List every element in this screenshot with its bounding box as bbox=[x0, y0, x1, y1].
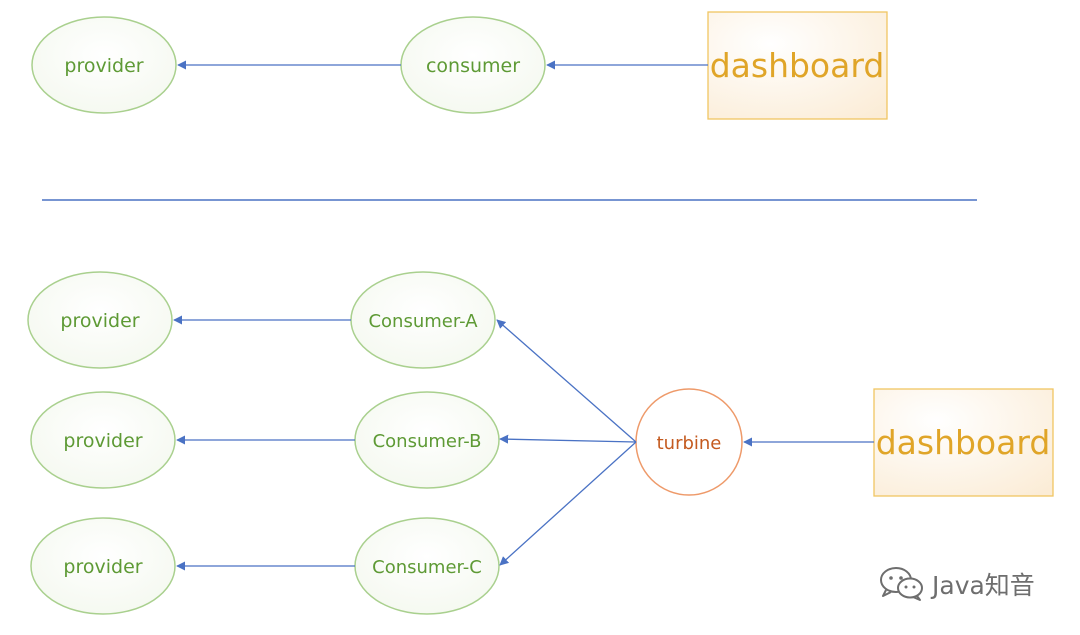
bottom-dashboard-node: dashboard bbox=[873, 388, 1054, 497]
provider-node-a: provider bbox=[27, 271, 173, 369]
provider-label-a: provider bbox=[60, 310, 139, 332]
arrow-turbine-to-consumer-a bbox=[496, 319, 637, 443]
consumer-label-c: Consumer-C bbox=[372, 557, 482, 578]
watermark-text: Java知音 bbox=[932, 571, 1035, 600]
arrow-turbine-to-consumer-b bbox=[499, 434, 637, 444]
consumer-label-a: Consumer-A bbox=[368, 311, 478, 332]
top-dashboard-label: dashboard bbox=[710, 46, 885, 85]
top-consumer-node: consumer bbox=[400, 16, 546, 114]
turbine-node: turbine bbox=[635, 388, 743, 496]
turbine-label: turbine bbox=[657, 433, 722, 454]
top-provider-node: provider bbox=[31, 16, 177, 114]
provider-node-b: provider bbox=[30, 391, 176, 489]
top-provider-label: provider bbox=[64, 55, 143, 77]
provider-label-b: provider bbox=[63, 430, 142, 452]
top-consumer-label: consumer bbox=[426, 55, 520, 77]
wechat-icon bbox=[878, 566, 926, 602]
consumer-label-b: Consumer-B bbox=[373, 431, 482, 452]
watermark: Java知音 bbox=[878, 566, 1035, 602]
bottom-dashboard-label: dashboard bbox=[876, 423, 1051, 462]
consumer-node-a: Consumer-A bbox=[350, 271, 496, 369]
provider-node-c: provider bbox=[30, 517, 176, 615]
consumer-node-b: Consumer-B bbox=[354, 391, 500, 489]
consumer-node-c: Consumer-C bbox=[354, 517, 500, 615]
arrow-turbine-to-consumer-c bbox=[499, 441, 637, 566]
top-dashboard-node: dashboard bbox=[707, 11, 888, 120]
provider-label-c: provider bbox=[63, 556, 142, 578]
